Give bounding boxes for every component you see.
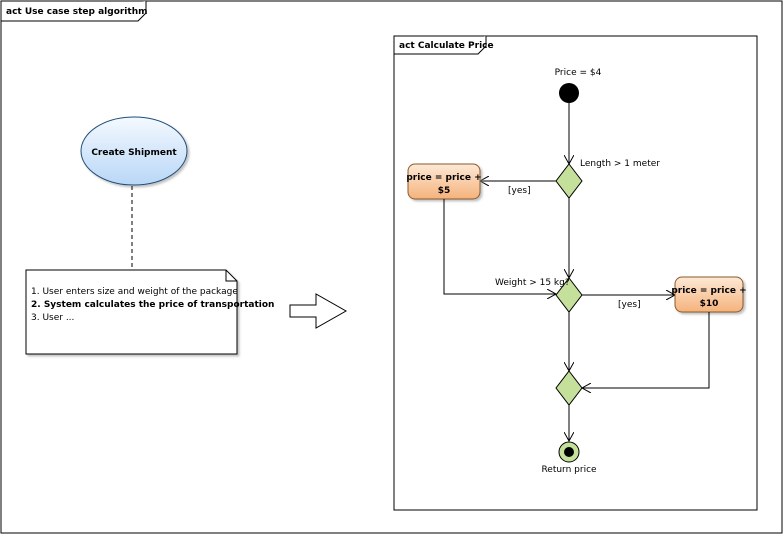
action-add-10[interactable]: price = price + $10	[671, 276, 747, 313]
final-node[interactable]	[558, 441, 580, 463]
edge-action2-to-merge	[582, 312, 710, 388]
refinement-arrow-icon	[289, 293, 348, 329]
note-step-3: 3. User ...	[31, 313, 74, 323]
action-add-5-line2: $5	[438, 186, 451, 196]
activity-frame-title: act Calculate Price	[399, 41, 494, 51]
initial-node[interactable]	[559, 83, 579, 103]
final-node-label: Return price	[541, 465, 597, 475]
action-add-5[interactable]: price = price + $5	[406, 163, 482, 200]
action-add-10-line2: $10	[700, 299, 719, 309]
use-case-steps-note[interactable]: 1. User enters size and weight of the pa…	[25, 269, 274, 355]
use-case-label: Create Shipment	[91, 148, 177, 158]
action-add-5-line1: price = price +	[406, 173, 481, 183]
decision-weight-label: Weight > 15 kg?	[495, 278, 570, 288]
decision-weight-guard: [yes]	[618, 300, 641, 310]
activity-frame: act Calculate Price	[393, 35, 758, 511]
action-add-10-line1: price = price +	[671, 286, 746, 296]
decision-length-label: Length > 1 meter	[580, 159, 660, 169]
initial-node-label: Price = $4	[555, 68, 602, 78]
use-case-create-shipment[interactable]: Create Shipment	[80, 116, 188, 186]
note-step-2: 2. System calculates the price of transp…	[31, 300, 274, 310]
edge-action1-to-decision2	[443, 199, 556, 294]
note-step-1: 1. User enters size and weight of the pa…	[31, 287, 238, 297]
decision-length-guard: [yes]	[508, 186, 531, 196]
outer-frame-title: act Use case step algorithm	[6, 7, 147, 17]
